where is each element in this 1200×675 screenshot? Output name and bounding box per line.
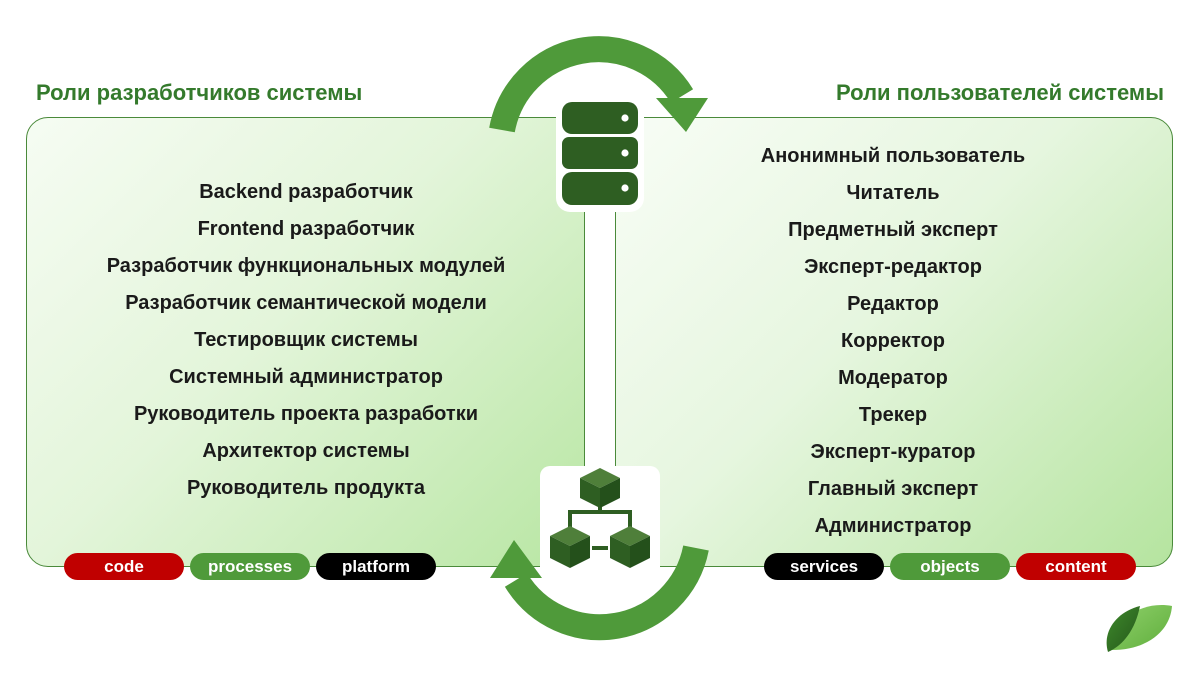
database-icon <box>556 96 644 212</box>
developer-role-item: Руководитель продукта <box>186 477 426 499</box>
tag-processes[interactable]: processes <box>190 553 310 580</box>
developer-role-item: Разработчик функциональных модулей <box>106 255 506 277</box>
developer-roles-panel <box>26 117 586 567</box>
tag-services[interactable]: services <box>764 553 884 580</box>
tag-platform[interactable]: platform <box>316 553 436 580</box>
developer-roles-list: Backend разработчик Frontend разработчик… <box>26 174 586 507</box>
cycle-arrow-top <box>489 36 708 133</box>
user-role-item: Трекер <box>858 404 928 426</box>
user-roles-panel <box>613 117 1173 567</box>
user-roles-list: Анонимный пользователь Читатель Предметн… <box>613 138 1173 545</box>
developer-role-item: Тестировщик системы <box>194 329 418 351</box>
user-role-item: Читатель <box>846 182 940 204</box>
user-roles-title: Роли пользователей системы <box>836 80 1164 105</box>
cycle-arrow-bottom <box>490 540 709 641</box>
user-role-item: Редактор <box>847 293 939 315</box>
developer-role-item: Frontend разработчик <box>197 218 415 240</box>
developer-roles-title: Роли разработчиков системы <box>36 80 363 105</box>
user-role-item: Эксперт-куратор <box>810 441 976 463</box>
tag-code[interactable]: code <box>64 553 184 580</box>
developer-role-item: Backend разработчик <box>199 181 413 203</box>
developer-role-item: Системный администратор <box>169 366 443 388</box>
user-role-item: Администратор <box>814 515 972 537</box>
tag-content[interactable]: content <box>1016 553 1136 580</box>
user-role-item: Корректор <box>841 330 945 352</box>
developer-role-item: Архитектор системы <box>202 440 410 462</box>
developer-role-item: Разработчик семантической модели <box>125 292 487 314</box>
user-role-item: Модератор <box>838 367 948 389</box>
user-role-item: Эксперт-редактор <box>804 256 982 278</box>
developer-role-item: Руководитель проекта разработки <box>133 403 479 425</box>
cubes-network-icon <box>540 466 660 578</box>
leaf-logo <box>1106 605 1172 652</box>
center-connector <box>584 200 616 500</box>
user-role-item: Главный эксперт <box>807 478 979 500</box>
user-role-item: Анонимный пользователь <box>760 145 1026 167</box>
user-role-item: Предметный эксперт <box>788 219 998 241</box>
tag-objects[interactable]: objects <box>890 553 1010 580</box>
